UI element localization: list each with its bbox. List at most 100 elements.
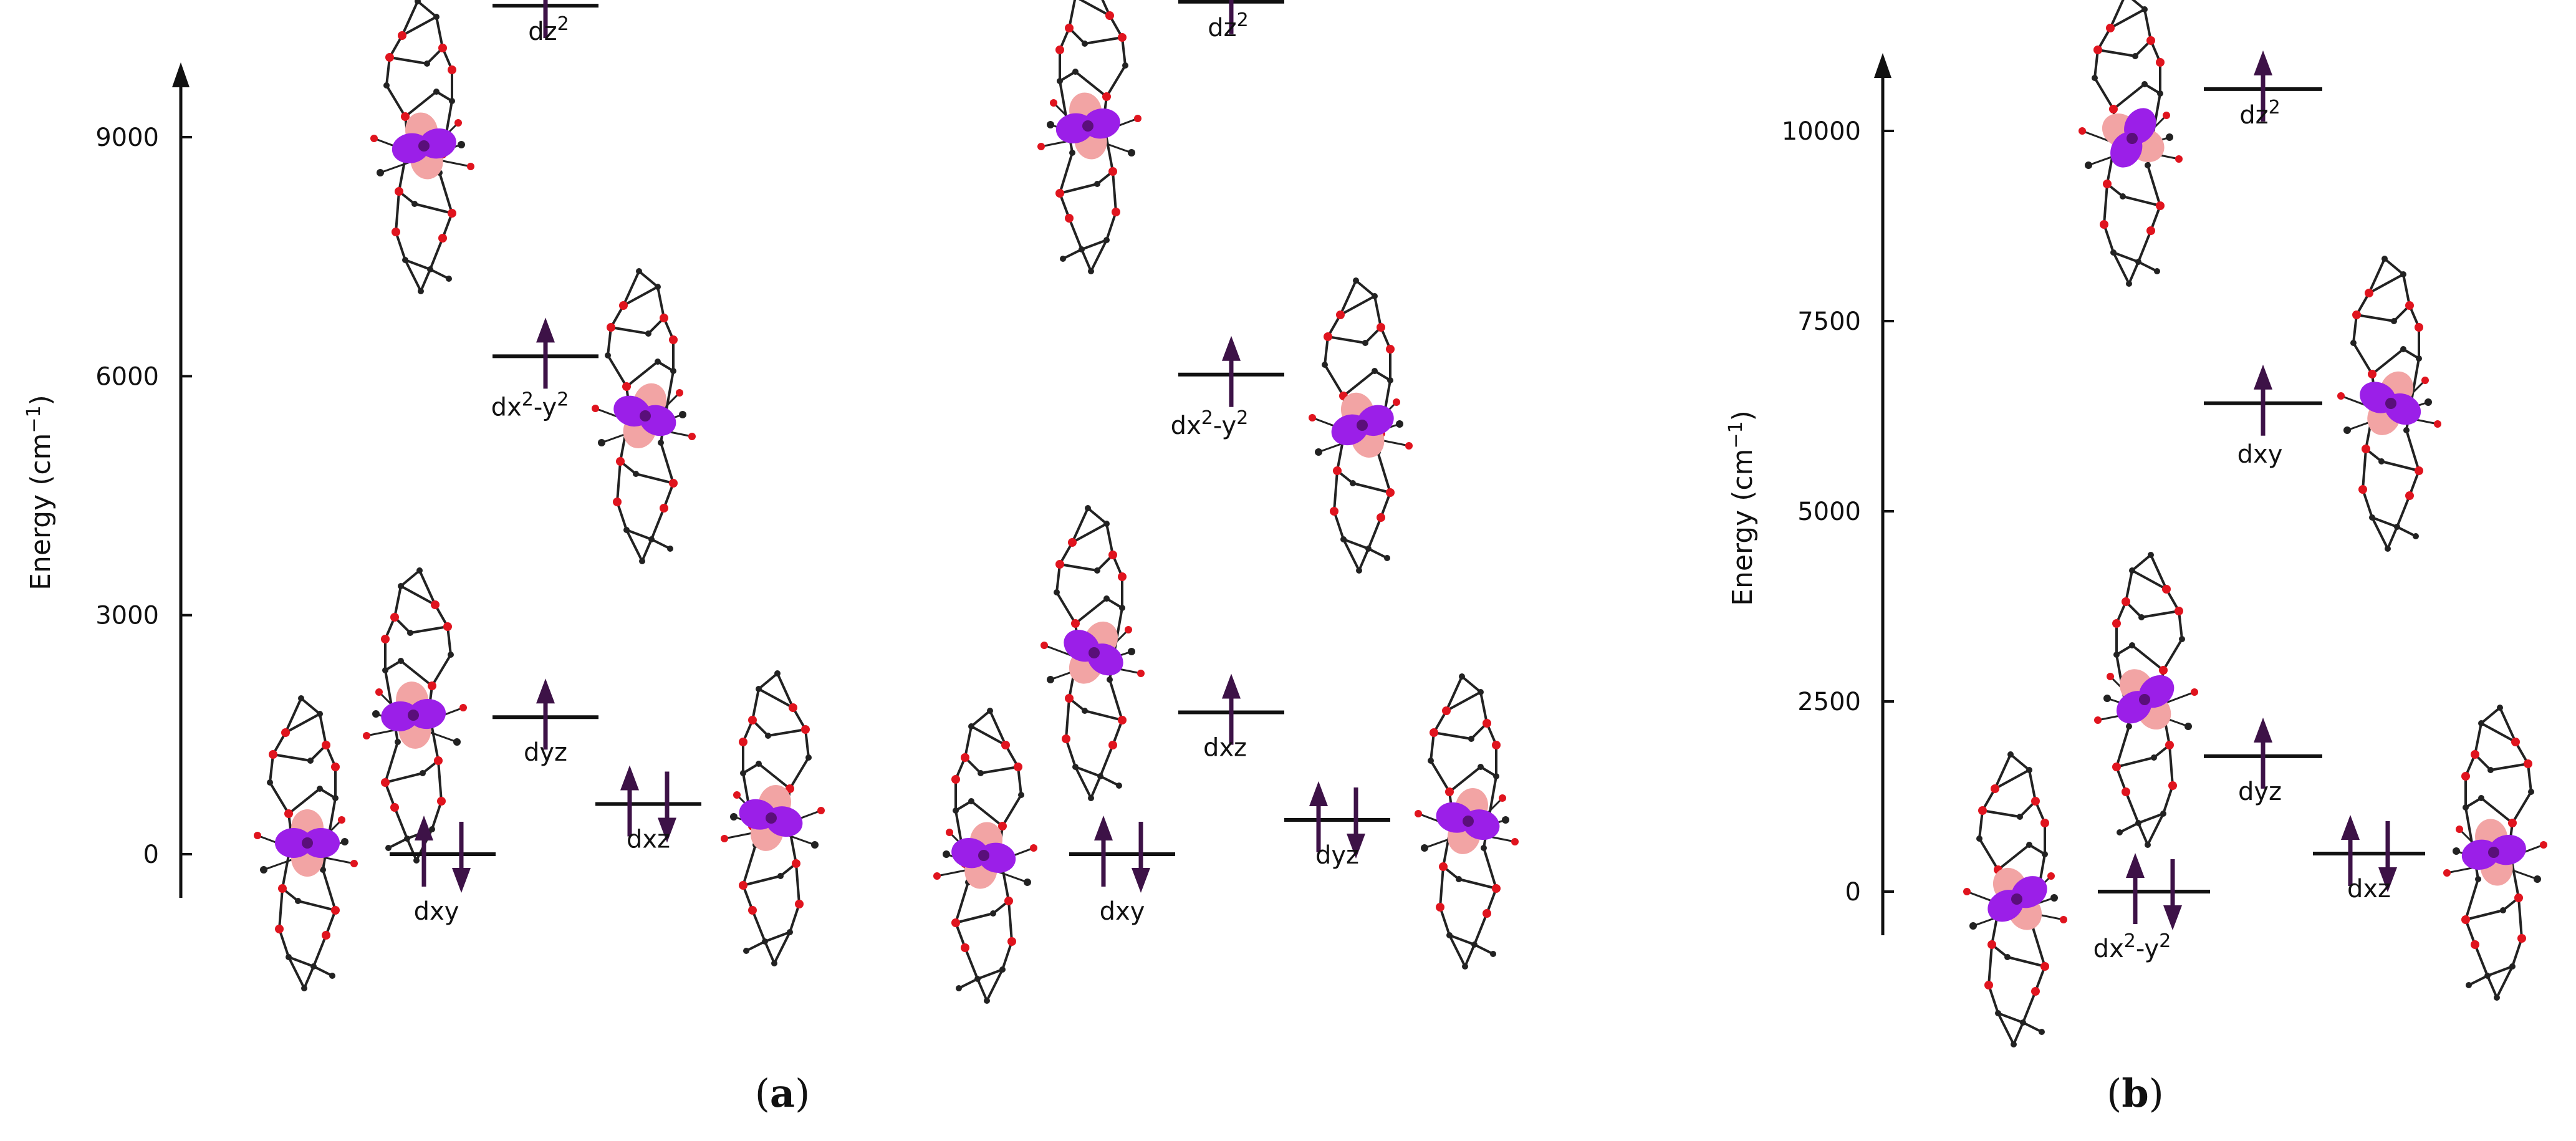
atom [2132, 53, 2138, 59]
atom [2184, 723, 2192, 730]
atom [2112, 619, 2121, 628]
atom [987, 708, 993, 714]
molecule-model [1037, 0, 1141, 274]
bond [1342, 539, 1360, 571]
atom [467, 163, 474, 170]
metal-atom [1089, 647, 1100, 658]
atom [592, 405, 599, 412]
atom [1071, 619, 1080, 628]
bond [2007, 956, 2045, 968]
bond [635, 473, 674, 484]
bond [1101, 0, 1111, 16]
atom [2060, 916, 2067, 923]
bond [1074, 597, 1108, 625]
bond [1479, 691, 1488, 724]
bond [2116, 756, 2155, 768]
bond [416, 0, 438, 18]
atom [2011, 1041, 2017, 1047]
atom [2145, 842, 2151, 848]
atom [2107, 673, 2114, 680]
atom [1079, 246, 1085, 253]
atom [1088, 268, 1094, 274]
atom [1068, 538, 1077, 547]
atom [789, 703, 797, 712]
atom [613, 498, 622, 506]
atom [2378, 458, 2385, 465]
atom [1493, 773, 1499, 779]
atom [298, 695, 304, 701]
bond [2464, 879, 2479, 920]
atom [1353, 277, 1359, 284]
atom [786, 784, 794, 793]
atom [2461, 772, 2470, 781]
atom [740, 770, 746, 776]
bond [616, 461, 622, 503]
atom [817, 807, 825, 814]
atom [2138, 614, 2145, 620]
atom [284, 809, 293, 818]
atom [1065, 24, 1074, 32]
atom [322, 931, 330, 940]
atom [448, 209, 456, 218]
bond [1433, 731, 1472, 740]
spin-down-arrow-icon [2378, 867, 2397, 892]
atom [1340, 536, 1347, 542]
bond [1373, 296, 1382, 328]
atom [2497, 705, 2503, 711]
bond [297, 900, 336, 912]
bond [2131, 569, 2167, 590]
bond [2362, 489, 2373, 518]
atom [1134, 115, 1141, 122]
bond [1474, 943, 1494, 955]
spin-up-arrow-icon [1222, 673, 1241, 699]
atom [424, 60, 430, 67]
atom [2175, 155, 2183, 163]
atom [2509, 963, 2516, 970]
atom [2135, 820, 2141, 826]
atom [415, 0, 421, 4]
bond [1078, 0, 1110, 17]
bond [2115, 766, 2127, 792]
bond [1982, 809, 2021, 818]
bond [2009, 753, 2031, 771]
atom [2405, 301, 2414, 310]
atom [1439, 862, 1448, 871]
orbital-label: dxy [2237, 440, 2283, 469]
atom [2337, 392, 2345, 400]
bond [1994, 754, 2012, 789]
atom [1107, 676, 1113, 683]
atom [281, 728, 290, 737]
atom [1072, 69, 1079, 75]
atom [278, 884, 287, 893]
atom [1471, 941, 1478, 948]
bond [1055, 591, 1077, 625]
atom [260, 866, 267, 874]
atom [622, 382, 631, 391]
atom [1324, 332, 1332, 341]
bond [1355, 279, 1376, 297]
atom [2156, 58, 2165, 67]
atom [1969, 922, 1977, 930]
atom [765, 733, 771, 739]
atom [2478, 720, 2484, 726]
bond [2490, 763, 2529, 771]
orbital-label: dyz [1315, 841, 1359, 870]
atom [1024, 879, 1031, 886]
atom [998, 822, 1007, 830]
atom [320, 867, 326, 873]
bond [2012, 1022, 2024, 1045]
bond [2113, 251, 2139, 263]
atom [777, 873, 784, 879]
bond [1343, 538, 1369, 550]
spin-up-arrow-icon [1309, 781, 1328, 807]
bond [1090, 776, 1102, 799]
atom [1387, 377, 1393, 383]
atom [2540, 841, 2547, 849]
bond [607, 327, 612, 356]
bond [404, 259, 422, 292]
atom [1502, 816, 1509, 824]
atom [1468, 736, 1474, 742]
atom [2471, 750, 2479, 759]
atom [961, 753, 969, 762]
atom [1978, 806, 1987, 815]
